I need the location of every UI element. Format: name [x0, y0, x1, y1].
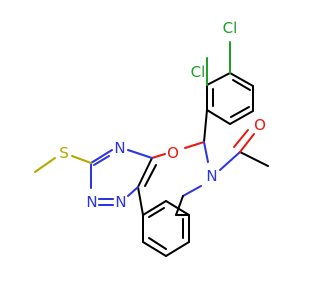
- structure-drawing: Cl Cl O O N N N N S: [34, 19, 269, 257]
- bond: [90, 149, 113, 164]
- bond: [219, 151, 241, 171]
- oxazepine-ring: [137, 109, 209, 216]
- bond: [151, 153, 166, 159]
- triazine-nitrogen-lower-left-label: N: [86, 193, 97, 211]
- bond: [137, 186, 144, 216]
- bond: [182, 185, 202, 197]
- bond: [142, 241, 167, 257]
- chlorine-upper-label: Cl: [223, 19, 238, 37]
- bond: [233, 129, 249, 148]
- triazine-nitrogen-upper-label: N: [114, 139, 125, 157]
- bond: [203, 109, 208, 143]
- bond: [239, 151, 269, 167]
- carbonyl-oxygen-label: O: [254, 116, 266, 134]
- bond: [203, 141, 209, 163]
- bond: [144, 164, 157, 187]
- bond: [206, 72, 231, 86]
- bond: [127, 149, 153, 159]
- bond: [239, 133, 255, 153]
- bond: [184, 141, 205, 149]
- atom-labels: Cl Cl O O N N N N S: [59, 19, 266, 211]
- bond: [127, 186, 139, 197]
- bond: [230, 106, 250, 118]
- triazine-ring: [90, 149, 153, 206]
- bond: [165, 200, 190, 216]
- triazine-nitrogen-lower-right-label: N: [115, 193, 126, 211]
- ring-oxygen-label: O: [167, 144, 179, 162]
- amide-nitrogen-label: N: [206, 167, 217, 185]
- bond: [206, 109, 231, 125]
- bond: [142, 200, 167, 216]
- benzo-ring: [142, 200, 190, 257]
- bond: [148, 207, 165, 218]
- sulfur-label: S: [59, 144, 69, 162]
- bond: [165, 241, 190, 257]
- bond: [137, 157, 153, 188]
- bond: [71, 155, 92, 164]
- bond: [148, 237, 167, 250]
- methylthio-group: [34, 155, 92, 173]
- bond: [34, 157, 56, 173]
- molecule-diagram: Cl Cl O O N N N N S: [34, 19, 269, 257]
- dichlorophenyl-ring: [206, 41, 254, 125]
- acetyl-group: [219, 129, 269, 171]
- chlorine-lower-label: Cl: [191, 63, 206, 81]
- bond: [93, 155, 110, 166]
- bond: [229, 72, 254, 87]
- bond: [229, 110, 254, 125]
- bond: [175, 195, 184, 216]
- bond: [232, 79, 251, 91]
